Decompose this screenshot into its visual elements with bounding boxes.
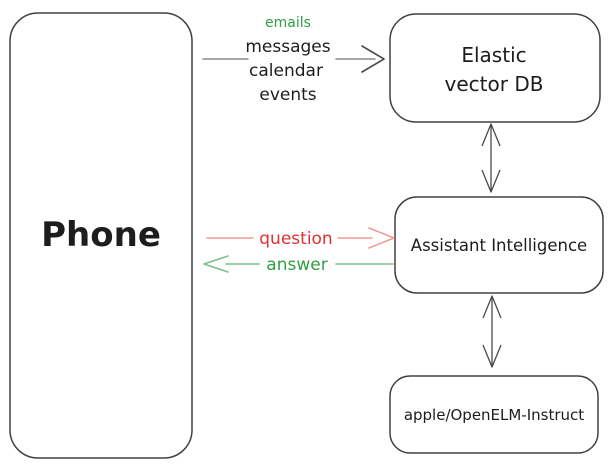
question-arrowhead [368, 227, 395, 249]
assistant-openelm-arrowhead-down [482, 344, 502, 368]
assistant-openelm-arrow [482, 295, 502, 368]
assistant-node [394, 196, 604, 294]
question-arrow: question [206, 227, 395, 249]
feed-label-events: events [259, 85, 316, 105]
feed-label-emails: emails [265, 15, 311, 31]
assistant-openelm-arrowhead-up [482, 295, 502, 319]
feed-arrowhead [361, 45, 385, 73]
elastic-db-label-line2: vector DB [445, 72, 544, 96]
openelm-node [389, 375, 599, 454]
phone-label: Phone [41, 215, 161, 255]
answer-arrowhead [203, 255, 229, 273]
feed-label-calendar: calendar [249, 61, 323, 81]
answer-arrow: answer [203, 255, 394, 275]
phone-node [9, 12, 193, 459]
question-label: question [259, 229, 332, 249]
openelm-label: apple/OpenELM-Instruct [404, 406, 584, 424]
db-assistant-arrow [481, 123, 501, 193]
feed-label-messages: messages [245, 37, 330, 57]
elastic-db-label-line1: Elastic [461, 43, 526, 67]
assistant-label: Assistant Intelligence [411, 236, 587, 255]
feed-arrow: emails messages calendar events [202, 15, 385, 105]
db-assistant-arrowhead-up [481, 123, 501, 147]
elastic-db-node [389, 13, 601, 123]
answer-label: answer [266, 255, 327, 275]
db-assistant-arrowhead-down [481, 169, 501, 193]
